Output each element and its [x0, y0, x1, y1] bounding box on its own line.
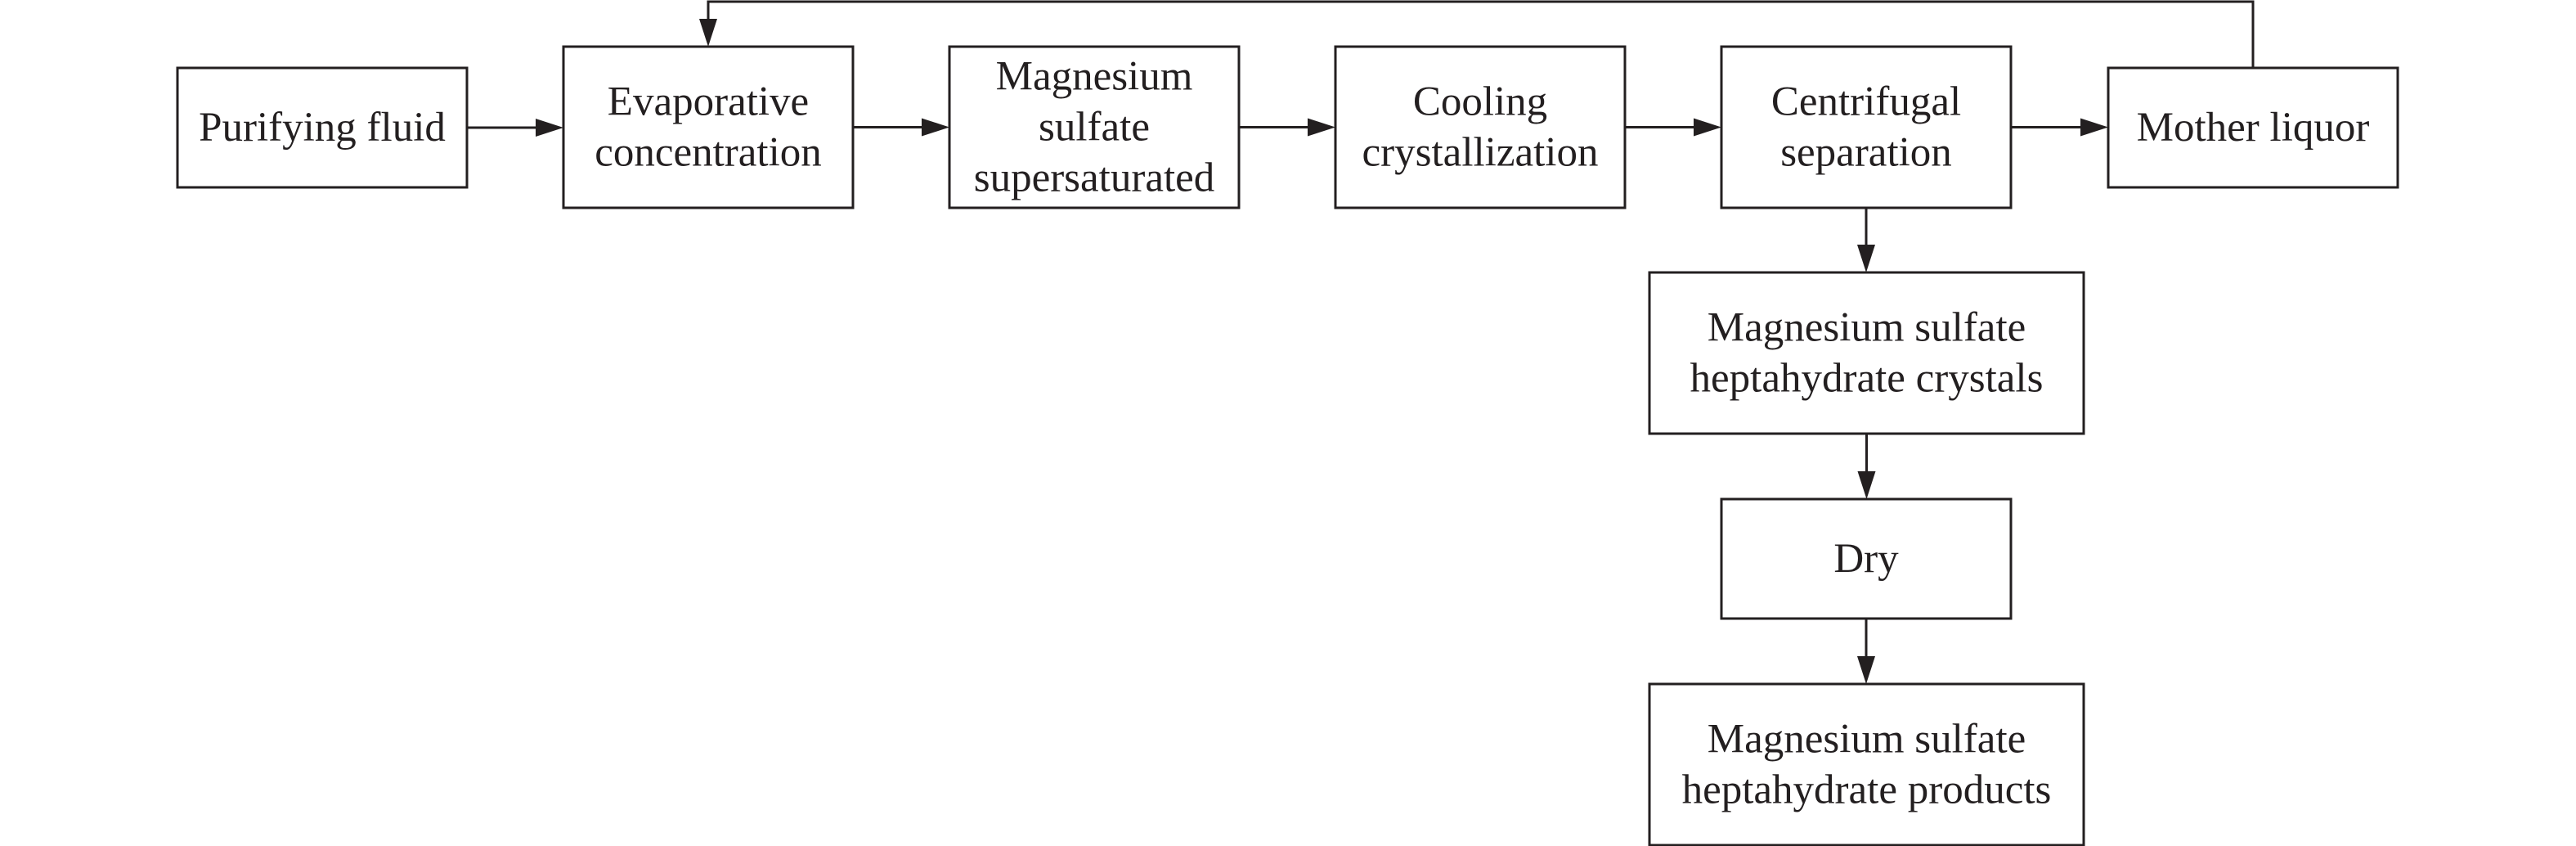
node-label-line: heptahydrate crystals: [1690, 356, 2044, 402]
arrow-head: [922, 118, 949, 137]
node-heptahydrate-products: Magnesium sulfate heptahydrate products: [1648, 682, 2085, 846]
node-label-line: Magnesium sulfate: [1708, 717, 2026, 763]
nodes-layer: Purifying fluid Evaporative concentratio…: [176, 45, 2399, 846]
node-label-line: Centrifugal: [1771, 79, 1961, 125]
node-label-line: Purifying fluid: [199, 105, 446, 151]
arrow-head: [1857, 656, 1875, 684]
node-label-line: sulfate: [1039, 105, 1150, 151]
node-label-line: Magnesium sulfate: [1708, 305, 2026, 351]
node-dry: Dry: [1720, 497, 2013, 620]
arrow-head: [1857, 245, 1875, 272]
node-mother-liquor: Mother liquor: [2107, 66, 2399, 189]
arrow-head: [699, 19, 717, 47]
node-evaporative-concentration: Evaporative concentration: [562, 45, 855, 209]
node-magnesium-sulfate-supersaturated: Magnesium sulfate supersaturated: [948, 45, 1241, 209]
node-label-line: separation: [1780, 130, 1952, 176]
arrow-head: [2080, 118, 2108, 137]
arrow-head: [1308, 118, 1335, 137]
arrow-head: [1857, 471, 1876, 499]
node-heptahydrate-crystals: Magnesium sulfate heptahydrate crystals: [1648, 271, 2085, 435]
node-cooling-crystallization: Cooling crystallization: [1334, 45, 1627, 209]
node-label-line: concentration: [595, 130, 822, 176]
node-purifying-fluid: Purifying fluid: [176, 66, 469, 189]
edges-layer: [467, 0, 2255, 684]
recycle-connector: [707, 0, 2255, 68]
node-label-line: heptahydrate products: [1682, 767, 2052, 813]
node-label-line: Mother liquor: [2137, 105, 2370, 151]
node-label-line: supersaturated: [974, 155, 1215, 201]
node-label-line: Cooling: [1413, 79, 1547, 125]
node-centrifugal-separation: Centrifugal separation: [1720, 45, 2013, 209]
arrow-head: [536, 119, 563, 137]
node-label-line: Magnesium: [996, 54, 1193, 100]
node-label-line: crystallization: [1362, 130, 1599, 176]
node-label-line: Dry: [1833, 536, 1899, 582]
arrow-head: [1694, 118, 1721, 137]
node-label-line: Evaporative: [608, 79, 809, 125]
